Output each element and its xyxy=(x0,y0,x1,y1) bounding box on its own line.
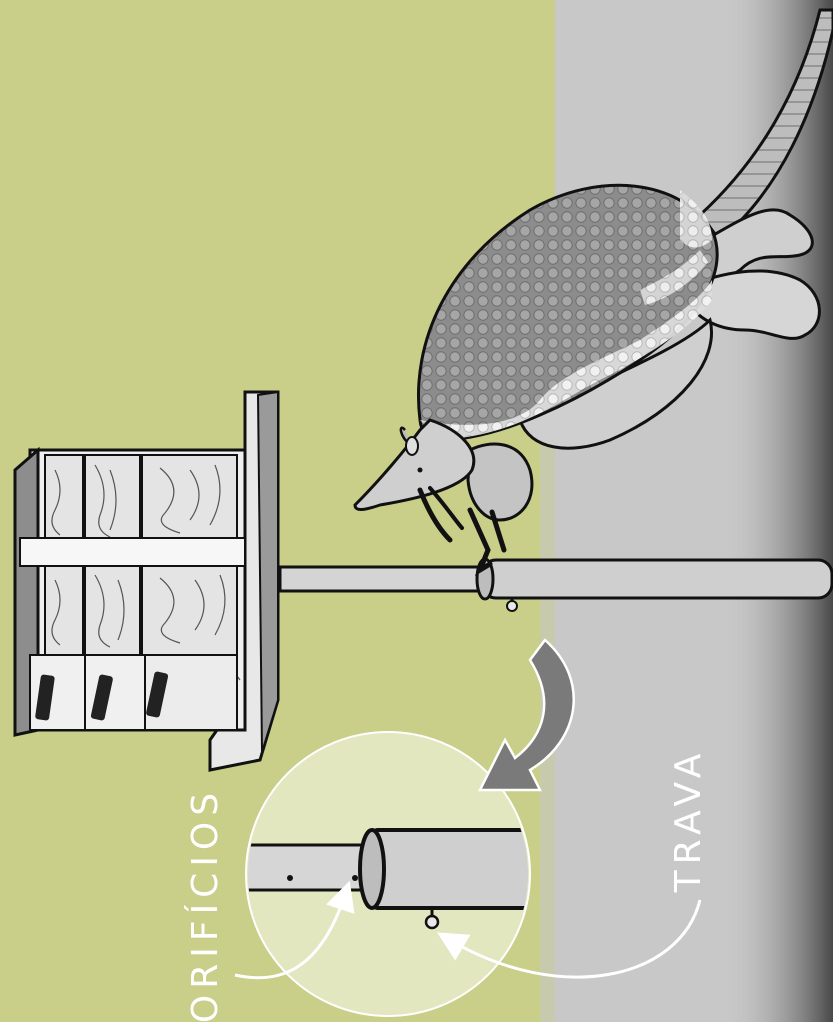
hive-box xyxy=(15,392,278,770)
latch-pin xyxy=(507,601,517,611)
inner-rod xyxy=(280,567,490,591)
label-latch: TRAVA xyxy=(668,748,709,894)
label-holes: ORIFÍCIOS xyxy=(184,787,226,1022)
outer-pipe xyxy=(482,560,832,598)
